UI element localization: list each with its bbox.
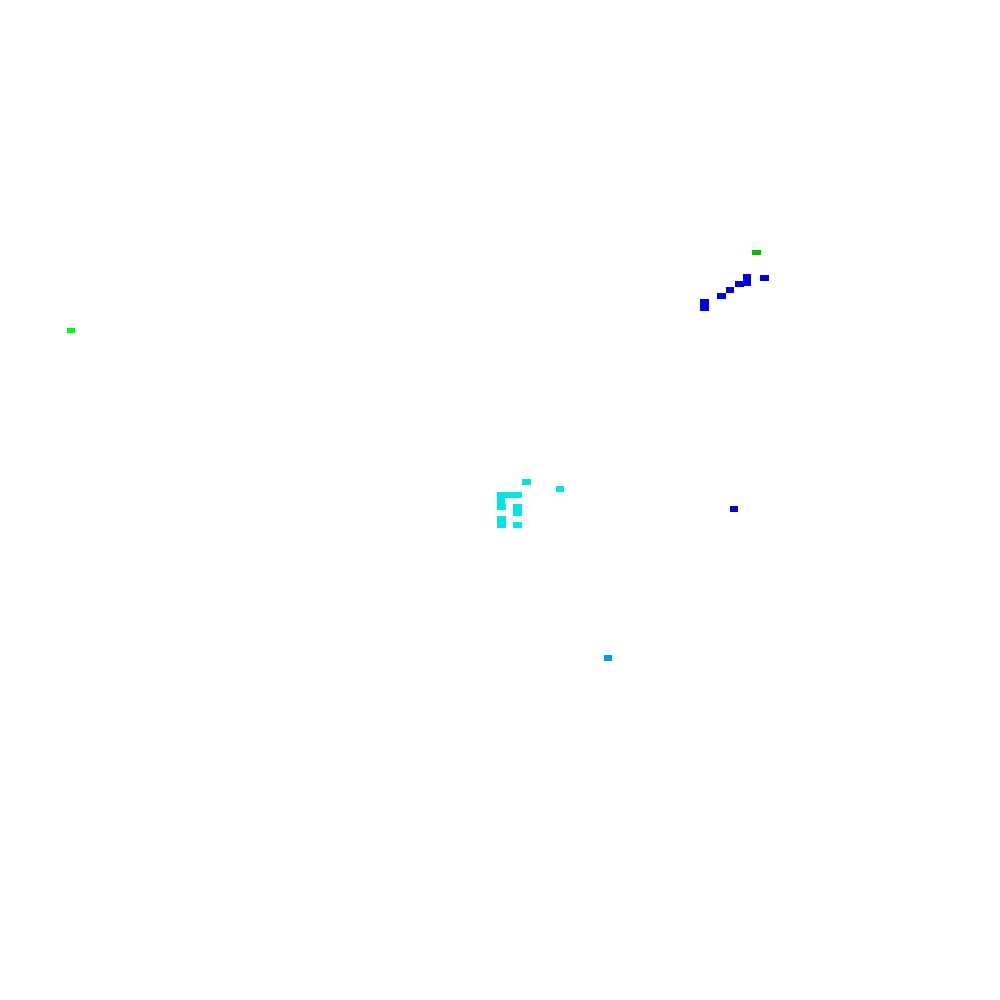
cyan-cluster-cell (522, 479, 531, 485)
blue-single-marker (730, 506, 738, 512)
green-cluster-cell (752, 250, 761, 255)
blue-single-marker-cell (730, 506, 738, 512)
cyan-cluster-cell (497, 516, 506, 522)
azure-marker (604, 655, 612, 661)
cyan-cluster-cell (513, 522, 522, 528)
cyan-cluster-cell (497, 498, 505, 504)
blue-diagonal-cluster-cell (700, 299, 709, 305)
blue-diagonal-cluster-cell (760, 275, 769, 281)
cyan-cluster-cell (513, 510, 522, 516)
lime-marker (67, 328, 75, 333)
azure-marker-cell (604, 655, 612, 661)
blue-diagonal-cluster-cell (735, 281, 744, 287)
blue-diagonal-cluster-cell (717, 293, 726, 299)
lime-marker-cell (67, 328, 75, 333)
cyan-cluster-cell (513, 504, 522, 510)
blue-diagonal-cluster-cell (700, 305, 709, 311)
blue-diagonal-cluster-cell (743, 274, 751, 286)
cyan-cluster-cell (497, 492, 522, 498)
blue-diagonal-cluster-cell (726, 287, 734, 293)
cyan-cluster-cell (497, 522, 506, 528)
blue-diagonal-cluster (700, 274, 769, 311)
cyan-cluster (497, 479, 564, 528)
cyan-cluster-cell (556, 486, 564, 492)
cyan-cluster-cell (497, 504, 506, 510)
green-cluster (752, 250, 761, 255)
